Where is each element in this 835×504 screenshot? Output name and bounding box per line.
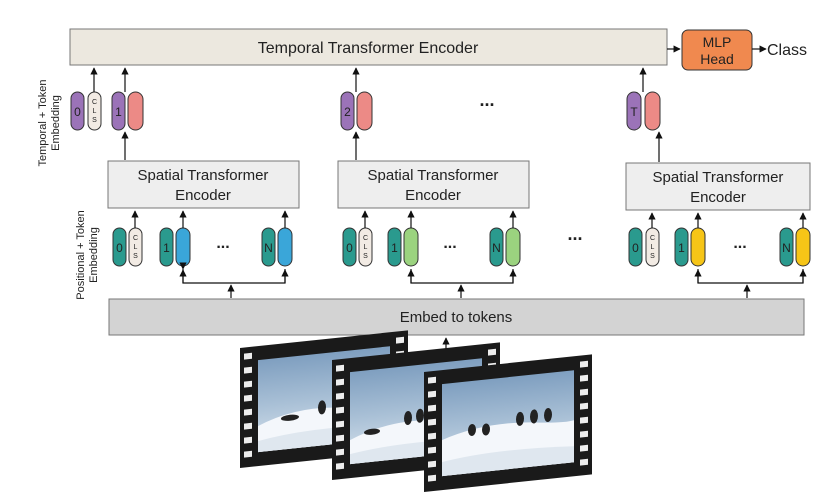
temporal-embedding-label-1: Temporal + Token bbox=[37, 80, 49, 167]
spatial-encoder-3: Spatial Transformer Encoder bbox=[625, 162, 811, 211]
svg-text:Spatial Transformer: Spatial Transformer bbox=[138, 167, 269, 184]
svg-text:Encoder: Encoder bbox=[175, 187, 231, 204]
mlp-head-label-2: Head bbox=[700, 51, 733, 67]
svg-text:S: S bbox=[363, 253, 368, 260]
svg-text:C: C bbox=[650, 235, 655, 242]
svg-text:Spatial Transformer: Spatial Transformer bbox=[368, 167, 499, 184]
svg-text:0: 0 bbox=[74, 105, 81, 119]
svg-text:T: T bbox=[630, 105, 638, 119]
svg-text:Spatial Transformer: Spatial Transformer bbox=[653, 169, 784, 186]
temporal-ellipsis: ... bbox=[479, 90, 494, 110]
spatial-ellipsis: ... bbox=[567, 224, 582, 244]
svg-text:2: 2 bbox=[344, 105, 351, 119]
svg-text:0: 0 bbox=[116, 241, 123, 255]
token-two bbox=[340, 91, 355, 131]
svg-text:L: L bbox=[651, 244, 655, 251]
token-temporal-embedding bbox=[644, 91, 661, 131]
svg-text:N: N bbox=[492, 241, 501, 255]
temporal-token-group-2: 2 bbox=[340, 91, 373, 131]
temporal-token-group-1: 0 C L S 1 bbox=[70, 91, 144, 131]
svg-text:0: 0 bbox=[632, 241, 639, 255]
svg-text:S: S bbox=[92, 117, 97, 124]
token-zero bbox=[70, 91, 85, 131]
svg-text:1: 1 bbox=[163, 241, 170, 255]
svg-text:...: ... bbox=[443, 235, 456, 252]
spatial-encoder-2: Spatial Transformer Encoder bbox=[337, 160, 530, 209]
svg-text:Encoder: Encoder bbox=[405, 187, 461, 204]
svg-text:C: C bbox=[92, 99, 97, 106]
temporal-encoder-box bbox=[69, 28, 668, 66]
spatial-encoder-1: Spatial Transformer Encoder bbox=[107, 160, 300, 209]
svg-text:L: L bbox=[93, 108, 97, 115]
svg-text:...: ... bbox=[216, 235, 229, 252]
spatial-token-group-2: 0 C L S 1 ... N bbox=[342, 227, 521, 267]
svg-text:0: 0 bbox=[346, 241, 353, 255]
token-t bbox=[626, 91, 642, 131]
embed-to-tokens-box bbox=[108, 298, 805, 336]
token-one bbox=[111, 91, 126, 131]
spatial-token-group-1: 0 C L S 1 ... N bbox=[112, 227, 293, 267]
svg-text:C: C bbox=[363, 235, 368, 242]
spatial-token-group-3: 0 C L S 1 ... N bbox=[628, 227, 811, 267]
temporal-embedding-label-2: Embedding bbox=[50, 95, 62, 151]
svg-text:1: 1 bbox=[678, 241, 685, 255]
svg-text:C: C bbox=[133, 235, 138, 242]
svg-text:S: S bbox=[650, 253, 655, 260]
token-temporal-embedding bbox=[127, 91, 144, 131]
svg-text:1: 1 bbox=[115, 105, 122, 119]
svg-text:Encoder: Encoder bbox=[690, 189, 746, 206]
svg-text:1: 1 bbox=[391, 241, 398, 255]
embed-to-tokens-label: Embed to tokens bbox=[400, 309, 513, 326]
mlp-head-label-1: MLP bbox=[703, 34, 732, 50]
svg-text:N: N bbox=[782, 241, 791, 255]
svg-text:...: ... bbox=[733, 235, 746, 252]
positional-embedding-label-2: Embedding bbox=[88, 227, 100, 283]
class-output-label: Class bbox=[767, 42, 807, 59]
temporal-encoder-label: Temporal Transformer Encoder bbox=[258, 40, 479, 57]
video-frame-3 bbox=[424, 354, 592, 492]
token-temporal-embedding bbox=[356, 91, 373, 131]
svg-text:S: S bbox=[133, 253, 138, 260]
svg-text:N: N bbox=[264, 241, 273, 255]
svg-text:L: L bbox=[134, 244, 138, 251]
svg-text:L: L bbox=[364, 244, 368, 251]
positional-embedding-label-1: Positional + Token bbox=[75, 210, 87, 299]
temporal-token-group-t: T bbox=[626, 91, 661, 131]
mlp-head-box bbox=[681, 29, 753, 71]
